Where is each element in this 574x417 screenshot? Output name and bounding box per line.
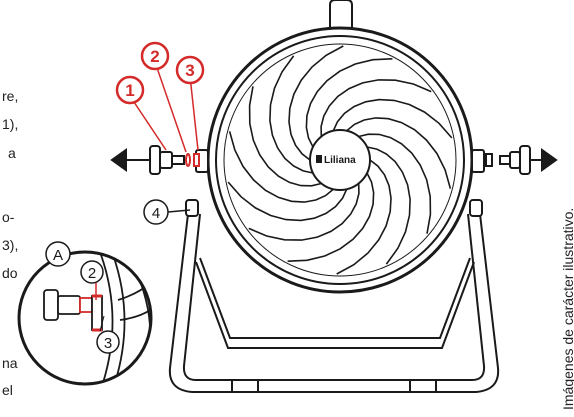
detail-part-3-label: 3 bbox=[104, 335, 112, 352]
callout-4-leader bbox=[167, 209, 191, 213]
side-text-5: 3), bbox=[2, 237, 19, 253]
detail-view-a: A 2 3 bbox=[17, 241, 153, 386]
side-text-7: na bbox=[2, 355, 18, 371]
callout-4-label: 4 bbox=[152, 205, 160, 222]
fan-stand bbox=[168, 213, 500, 393]
side-text-3: a bbox=[8, 145, 16, 161]
side-text-1: re, bbox=[2, 88, 19, 104]
detail-part-2-label: 2 bbox=[88, 265, 96, 282]
detail-view-label: A bbox=[53, 247, 63, 264]
fan-blade-line bbox=[366, 146, 411, 265]
side-text-4: o- bbox=[2, 209, 15, 225]
callout-4: 4 bbox=[143, 199, 169, 225]
fan-blade-line bbox=[248, 86, 322, 187]
left-knob-assembly bbox=[110, 145, 200, 175]
stand-pivot-right bbox=[469, 199, 483, 217]
fan-blade-line bbox=[346, 117, 452, 189]
callout-1: 1 bbox=[115, 75, 145, 105]
fan-blade-line bbox=[288, 45, 344, 161]
callout-2-label: 2 bbox=[150, 47, 159, 66]
stand-pivot-left bbox=[185, 199, 199, 217]
side-mount-right bbox=[471, 149, 485, 173]
fan-blade-line bbox=[228, 131, 334, 203]
fan-blade-line bbox=[332, 98, 453, 139]
fan-blade-line bbox=[305, 58, 393, 148]
fan-blade-line bbox=[269, 55, 314, 174]
callout-3: 3 bbox=[175, 55, 205, 85]
logo-mark-icon bbox=[316, 155, 322, 163]
callout-1-label: 1 bbox=[125, 81, 134, 100]
fan-handle bbox=[329, 0, 353, 28]
brand-logo: Liliana bbox=[324, 155, 356, 166]
callout-leaders bbox=[129, 61, 199, 153]
side-text-6: do bbox=[2, 265, 18, 281]
callout-2: 2 bbox=[140, 41, 170, 71]
fan-hub: Liliana bbox=[309, 129, 371, 191]
fan-blade-line bbox=[336, 159, 392, 275]
fan-blade-line bbox=[287, 172, 375, 262]
callout-3-label: 3 bbox=[185, 61, 194, 80]
fan-blade-line bbox=[248, 183, 360, 241]
fan-blade-line bbox=[227, 181, 348, 222]
right-knob-assembly bbox=[485, 145, 558, 175]
side-text-8: el bbox=[2, 382, 13, 398]
fan-blade-line bbox=[320, 79, 432, 137]
fan-blades bbox=[227, 45, 453, 275]
fan-blade-line bbox=[358, 133, 432, 234]
side-text-2: 1), bbox=[2, 116, 19, 132]
